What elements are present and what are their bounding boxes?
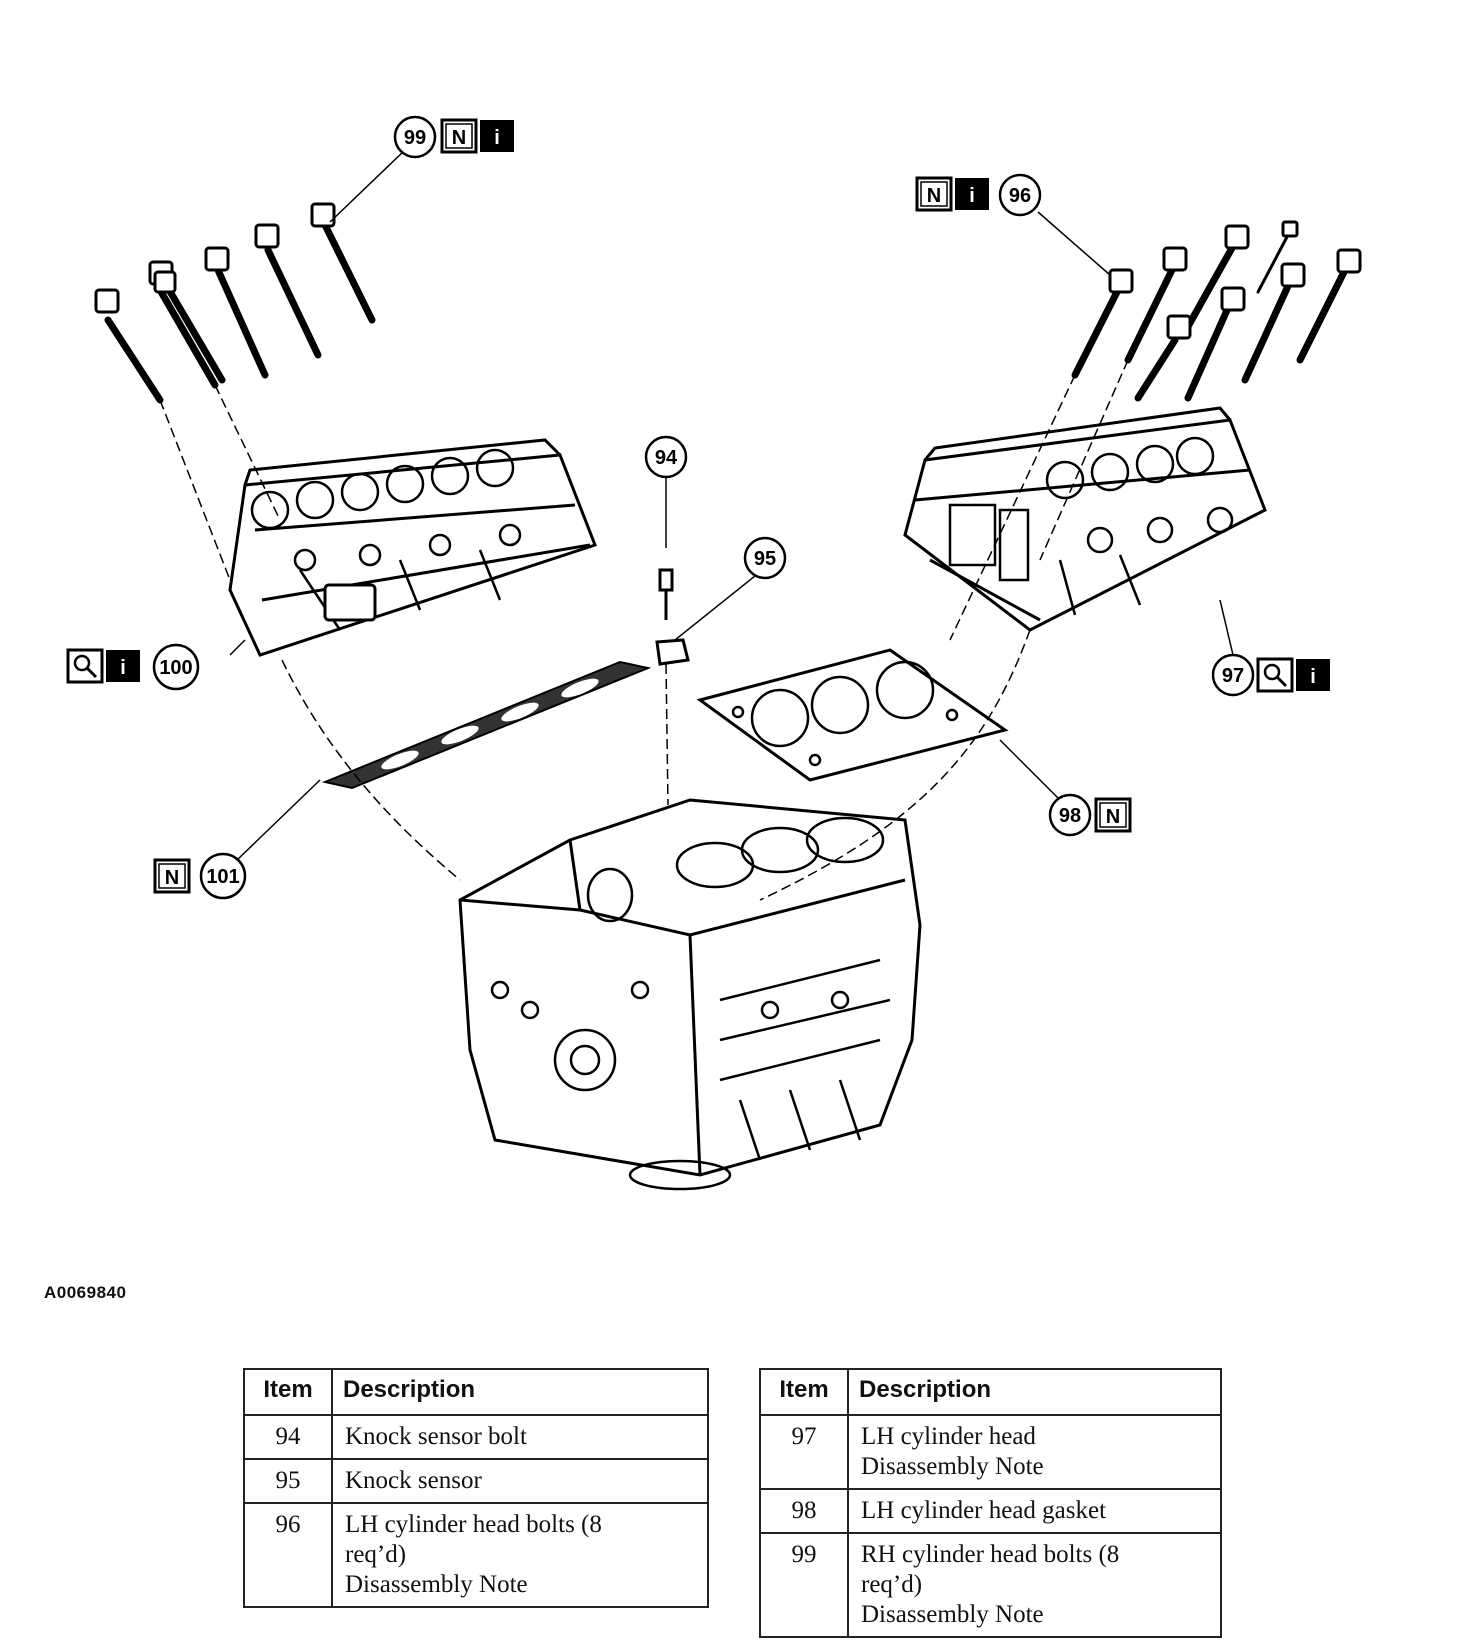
svg-text:98: 98 <box>1059 805 1081 827</box>
header-item: Item <box>759 1368 849 1416</box>
svg-text:i: i <box>494 127 500 149</box>
item-description: LH cylinder head bolts (8 req’d) Disasse… <box>331 1502 709 1608</box>
new-part-badge: N <box>1094 797 1132 833</box>
svg-text:96: 96 <box>1009 185 1031 207</box>
info-icon: i <box>1296 659 1330 691</box>
table-row: 95 Knock sensor <box>243 1458 709 1504</box>
callout-99: 99 N i <box>393 115 514 159</box>
item-number: 99 <box>759 1532 849 1638</box>
item-number: 96 <box>243 1502 333 1608</box>
rh-cylinder-head <box>228 438 597 657</box>
info-icon: i <box>106 650 140 682</box>
lh-cylinder-head-bolts <box>1071 220 1362 402</box>
svg-text:N: N <box>927 185 941 207</box>
svg-text:94: 94 <box>655 447 678 469</box>
table-row: 96 LH cylinder head bolts (8 req’d) Disa… <box>243 1502 709 1608</box>
item-number: 98 <box>759 1488 849 1534</box>
svg-text:i: i <box>1310 666 1316 688</box>
callout-96: N i 96 <box>915 173 1042 217</box>
header-item: Item <box>243 1368 333 1416</box>
item-description: RH cylinder head bolts (8 req’d) Disasse… <box>847 1532 1222 1638</box>
lh-cylinder-head <box>903 406 1267 632</box>
callout-94: 94 <box>644 435 688 479</box>
info-icon: i <box>480 120 514 152</box>
magnifier-icon: search <box>1256 657 1294 693</box>
knock-sensor <box>655 638 690 666</box>
item-number: 95 <box>243 1458 333 1504</box>
svg-text:N: N <box>1106 806 1120 828</box>
rh-head-gasket <box>321 660 652 790</box>
figure-id: A0069840 <box>44 1283 127 1302</box>
svg-text:i: i <box>120 657 126 679</box>
new-part-badge: N <box>915 176 953 212</box>
table-row: 98 LH cylinder head gasket <box>759 1488 1222 1534</box>
svg-text:i: i <box>969 185 975 207</box>
svg-text:99: 99 <box>404 127 426 149</box>
table-row: 97 LH cylinder head Disassembly Note <box>759 1414 1222 1490</box>
new-part-badge: N <box>153 858 191 894</box>
svg-text:N: N <box>165 867 179 889</box>
new-part-badge: N <box>440 118 478 154</box>
svg-text:95: 95 <box>754 548 776 570</box>
svg-text:N: N <box>452 127 466 149</box>
callout-95: 95 <box>743 536 787 580</box>
knock-sensor-bolt <box>658 568 674 620</box>
item-description: LH cylinder head Disassembly Note <box>847 1414 1222 1490</box>
legend-table-right: Item Description 97 LH cylinder head Dis… <box>759 1368 1222 1638</box>
rh-cylinder-head-bolts <box>94 202 376 404</box>
magnifier-icon: search <box>66 648 104 684</box>
item-number: 94 <box>243 1414 333 1460</box>
info-icon: i <box>955 178 989 210</box>
svg-text:97: 97 <box>1222 665 1244 687</box>
item-description: Knock sensor bolt <box>331 1414 709 1460</box>
item-number: 97 <box>759 1414 849 1490</box>
item-description: Knock sensor <box>331 1458 709 1504</box>
legend-table-left: Item Description 94 Knock sensor bolt 95… <box>243 1368 709 1608</box>
table-row: 99 RH cylinder head bolts (8 req’d) Disa… <box>759 1532 1222 1638</box>
table-row: 94 Knock sensor bolt <box>243 1414 709 1460</box>
leader-lines <box>159 149 1234 901</box>
callout-101: N 101 <box>153 852 247 900</box>
header-description: Description <box>331 1368 709 1416</box>
engine-exploded-diagram: 99 N i N i 96 94 95 <box>66 115 1362 1191</box>
lh-head-gasket <box>696 648 1009 782</box>
callout-98: 98 N <box>1048 793 1132 837</box>
callout-100: search i 100 <box>66 643 200 691</box>
engine-block <box>458 798 922 1191</box>
svg-text:100: 100 <box>159 657 192 679</box>
callout-97: 97 search i <box>1211 653 1330 697</box>
item-description: LH cylinder head gasket <box>847 1488 1222 1534</box>
header-description: Description <box>847 1368 1222 1416</box>
svg-text:101: 101 <box>206 866 239 888</box>
